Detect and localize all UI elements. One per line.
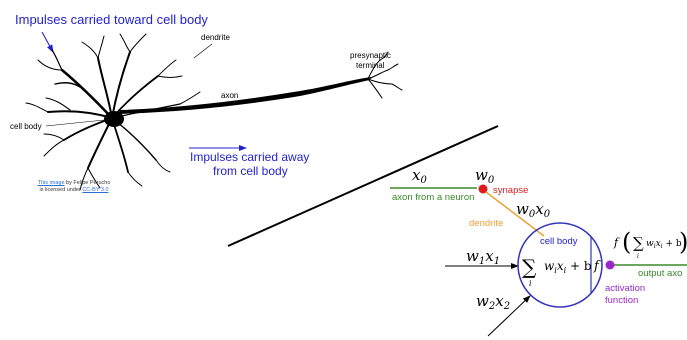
license-link[interactable]: CC-BY 3.0 — [82, 187, 109, 193]
soma — [104, 111, 124, 127]
impulses-toward-label: Impulses carried toward cell body — [15, 12, 208, 27]
right-paren: ) — [679, 228, 687, 256]
sum-index: i — [529, 279, 532, 288]
activation-f: f — [593, 259, 601, 274]
presynaptic-label-line2: terminal — [356, 61, 385, 70]
dendrite-line — [485, 191, 545, 237]
synapse-dot — [478, 184, 488, 194]
axon — [118, 77, 371, 114]
sum-expression: wixi + b — [544, 259, 592, 275]
activation-dot — [605, 260, 615, 270]
axon-label: axon — [221, 91, 238, 100]
w0x0-label: w0x0 — [516, 200, 551, 220]
activation-label-line2: function — [605, 295, 638, 306]
credit-author: by Felipe Perucho — [64, 180, 111, 186]
impulses-away-line2: from cell body — [213, 164, 288, 178]
cell-body-circle — [517, 222, 603, 308]
x0-label: x0 — [412, 166, 427, 186]
output-expression: f ( ∑ i wixi + b ) — [613, 228, 687, 260]
impulses-away-line1: Impulses carried away — [190, 150, 309, 164]
output-sum-index: i — [637, 253, 639, 260]
output-axon-label: output axo — [638, 268, 682, 279]
sum-symbol: ∑ — [522, 255, 537, 279]
output-sum-symbol: ∑ — [633, 234, 644, 252]
left-paren: ( — [622, 228, 631, 256]
output-f: f — [613, 236, 620, 249]
w2x2-arrow — [487, 295, 531, 337]
credit-license-text: is licensed under — [39, 187, 83, 193]
divider-line — [227, 125, 499, 247]
image-link[interactable]: This image — [37, 180, 65, 186]
impulses-toward-arrow — [41, 31, 54, 53]
image-credit: This image by Felipe Perucho is licensed… — [14, 180, 134, 194]
synapse-label: synapse — [493, 185, 528, 196]
cell-body-pointer — [45, 119, 105, 127]
mathematical-model: x0 axon from a neuron w0 synapse w0x0 de… — [390, 166, 687, 337]
axon-from-neuron-label: axon from a neuron — [392, 192, 474, 203]
w1x1-label: w1x1 — [466, 247, 500, 267]
biological-neuron: Impulses carried toward cell body — [10, 12, 403, 191]
dendrite-model-label: dendrite — [469, 218, 503, 229]
w0-label: w0 — [475, 166, 495, 186]
cell-body-model-label: cell body — [540, 236, 578, 247]
presynaptic-terminal — [367, 51, 403, 99]
activation-label-line1: activation — [605, 283, 645, 294]
output-sum-body: wixi + b — [646, 239, 682, 250]
dendrite-label: dendrite — [201, 33, 230, 42]
cell-body-label: cell body — [10, 122, 42, 131]
dendrite-pointer — [193, 43, 213, 59]
w2x2-label: w2x2 — [476, 292, 510, 312]
presynaptic-label-line1: presynaptic — [350, 51, 391, 60]
